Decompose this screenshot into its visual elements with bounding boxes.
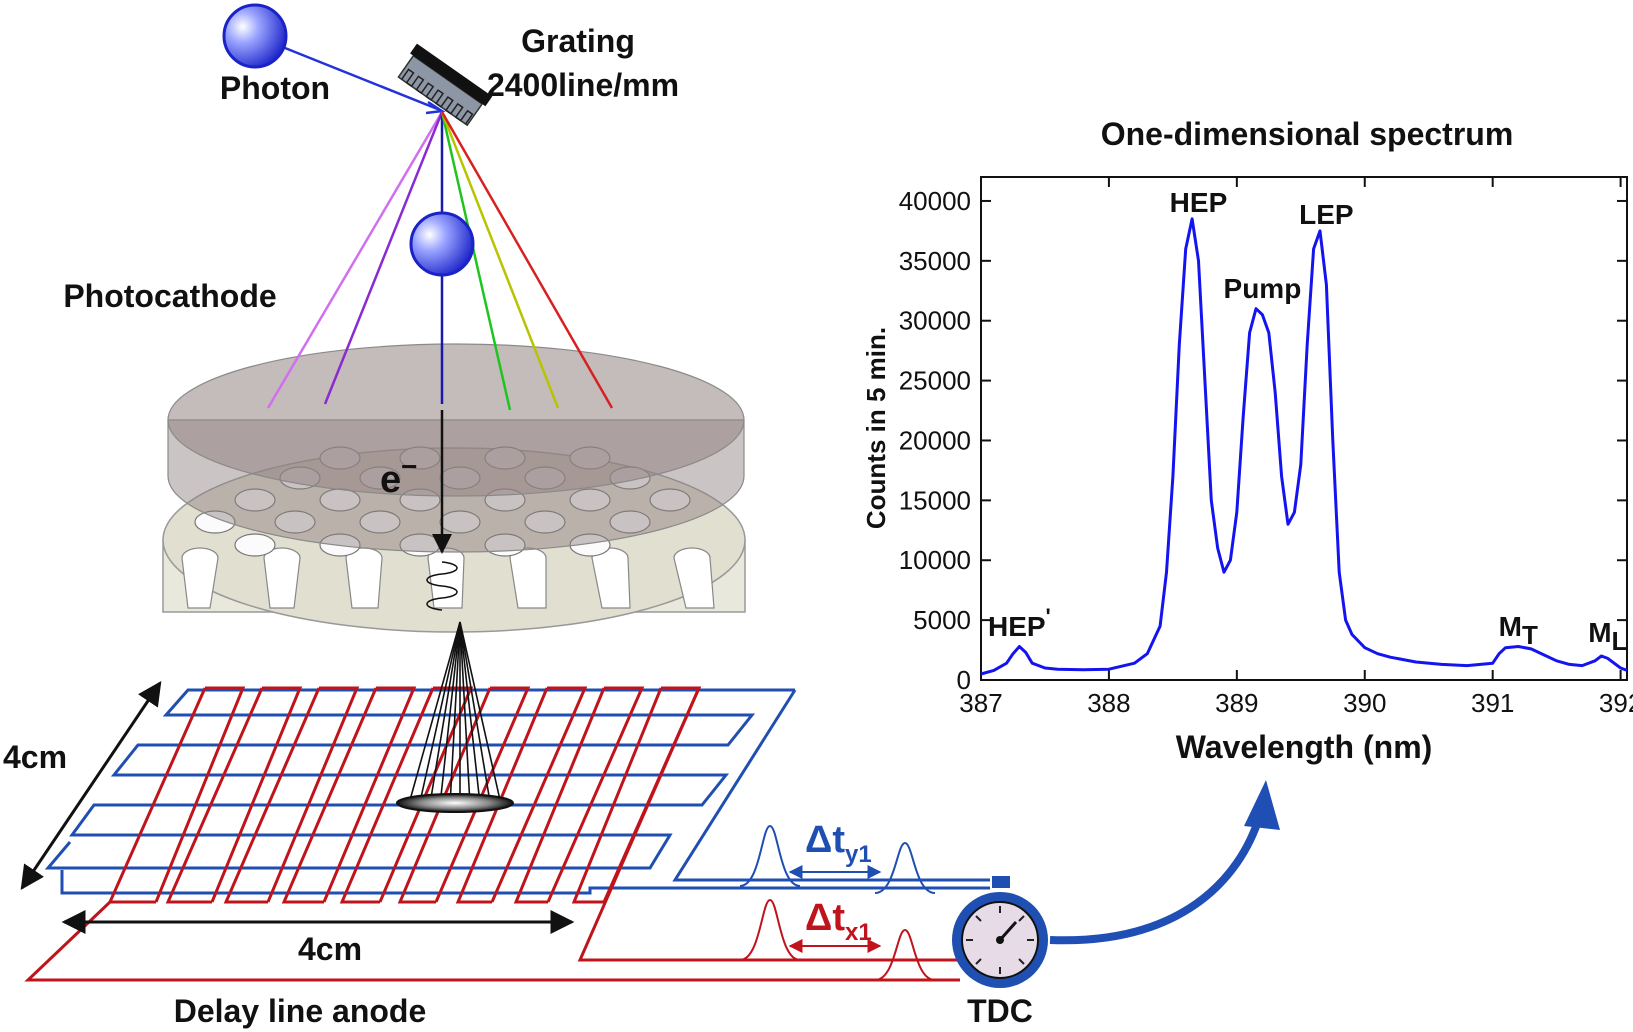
mcp-plate — [162, 446, 746, 633]
tdc: TDC — [952, 876, 1048, 1029]
y-pulse-stop — [874, 841, 936, 894]
y-tick-label: 30000 — [899, 306, 971, 336]
diffracted-ray — [323, 111, 444, 405]
delay-line-anode: 4cm 4cm Delay line anode — [3, 621, 990, 1029]
peak-label: HEP — [1170, 187, 1228, 218]
diffracted-ray — [440, 111, 614, 409]
vertical-size-arrow — [20, 681, 162, 890]
photocathode-label: Photocathode — [63, 278, 276, 314]
y-tick-label: 5000 — [913, 605, 971, 635]
photon-label: Photon — [220, 70, 330, 106]
peak-label: Pump — [1224, 273, 1302, 304]
delay-line-anode-label: Delay line anode — [174, 993, 427, 1029]
x-axis-label: Wavelength (nm) — [1176, 729, 1433, 765]
vertical-size-label: 4cm — [3, 739, 67, 775]
y-tick-label: 0 — [957, 665, 971, 695]
grating-label: Grating — [521, 23, 635, 59]
x-tick-label: 391 — [1471, 688, 1514, 718]
y-tick-label: 10000 — [899, 545, 971, 575]
grating-density-label: 2400line/mm — [487, 67, 679, 103]
diffracted-ray — [266, 111, 444, 409]
y-tick-label: 25000 — [899, 366, 971, 396]
grating: Grating 2400line/mm — [397, 23, 679, 127]
x-pulse-start — [739, 898, 801, 961]
electron-path: e− — [380, 410, 458, 611]
y-pulse-start — [739, 824, 801, 887]
y-delay-line-lead — [672, 689, 990, 882]
y-tick-label: 15000 — [899, 485, 971, 515]
tdc-label: TDC — [967, 993, 1033, 1029]
x-tick-label: 389 — [1215, 688, 1258, 718]
y-axis: 0 5000 10000 15000 20000 25000 30000 35000 40000 — [899, 186, 1627, 695]
peak-label: HEP' — [988, 604, 1051, 642]
electron-cloud — [409, 621, 501, 806]
peak-label: ML — [1588, 617, 1627, 656]
x-tick-label: 387 — [959, 688, 1002, 718]
x-delay-line — [107, 686, 702, 904]
x-tick-label: 388 — [1087, 688, 1130, 718]
x-tick-label: 392 — [1599, 688, 1633, 718]
x-delay-line-lead — [577, 687, 960, 962]
y-tick-label: 20000 — [899, 425, 971, 455]
photon-ball-icon — [222, 3, 288, 69]
delta-ty-label: Δty1 — [805, 819, 872, 868]
plot-frame — [980, 176, 1628, 681]
y-tick-label: 35000 — [899, 246, 971, 276]
x-pulse-stop — [874, 928, 936, 981]
electron-spiral — [426, 561, 458, 611]
diffracted-ray — [440, 111, 560, 409]
spectrum-series-line — [980, 217, 1628, 676]
spectrum-chart: One-dimensional spectrum 387 388 389 390 391… — [861, 116, 1633, 765]
y-axis-label: Counts in 5 min. — [861, 327, 891, 529]
charge-spot — [396, 793, 514, 813]
photocathode-disk — [167, 343, 745, 553]
delta-tx-label: Δtx1 — [805, 897, 872, 946]
data-flow-arrowhead — [1244, 780, 1280, 830]
incident-photon-beam — [254, 34, 441, 112]
horizontal-size-label: 4cm — [298, 931, 362, 967]
y-tick-label: 40000 — [899, 186, 971, 216]
stopwatch-hand — [998, 921, 1018, 941]
chart-title: One-dimensional spectrum — [1101, 116, 1514, 152]
incident-beam-arrowhead — [425, 100, 446, 115]
photon-source: Photon — [220, 3, 446, 115]
electron-symbol: e− — [380, 451, 418, 501]
peak-label: LEP — [1299, 199, 1353, 230]
peak-annotations: HEP' HEP Pump LEP MT ML — [988, 187, 1628, 656]
data-flow-arrow — [1049, 813, 1264, 945]
stopwatch-button — [992, 876, 1010, 888]
peak-label: MT — [1499, 611, 1538, 650]
grating-grooves — [401, 68, 474, 125]
grating-backplate — [410, 43, 493, 107]
timing-pulses: Δty1 Δtx1 — [739, 819, 936, 981]
x-axis: 387 388 389 390 391 392 — [959, 177, 1633, 718]
stopwatch-ticks — [966, 906, 1034, 974]
photon-ball-icon — [409, 211, 475, 277]
x-tick-label: 390 — [1343, 688, 1386, 718]
y-delay-line — [44, 688, 795, 870]
mcp-channels — [181, 547, 715, 609]
diffracted-ray — [440, 111, 512, 411]
